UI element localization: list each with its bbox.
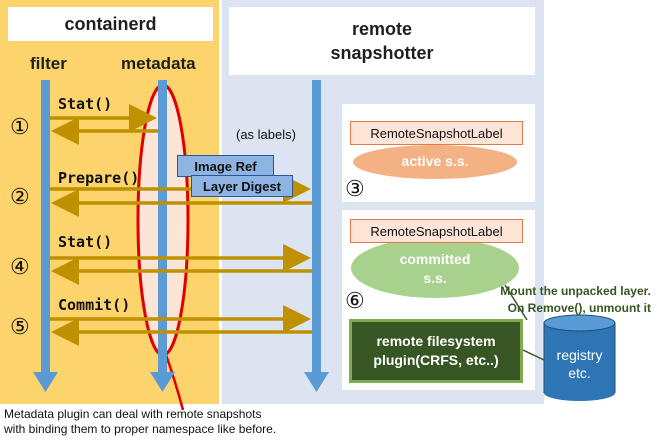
registry-line2: etc. [568,365,591,381]
plugin-note-line1: Mount the unpacked layer. [500,284,651,298]
step2-number: ② [10,184,30,209]
caption-line2: with binding them to proper namespace li… [4,422,277,436]
filter-lane-label: filter [30,54,67,73]
plugin-registry-link [522,349,545,361]
active-snapshot-state: active s.s. [401,153,469,169]
metadata-lane-label: metadata [121,54,196,73]
committed-snapshot-state: committed s.s. [353,250,517,288]
step5-number: ⑤ [10,314,30,339]
layer-digest-label: Layer Digest [191,175,293,197]
plugin-note: Mount the unpacked layer. On Remove(), u… [500,283,651,317]
plugin-line2: plugin(CRFS, etc..) [373,352,499,368]
active-snapshot-label: RemoteSnapshotLabel [350,121,523,145]
image-ref-label: Image Ref [177,155,274,177]
step1-number: ① [10,114,30,139]
filter-lifeline [33,80,58,392]
step1-arrows [50,104,158,145]
containerd-title: containerd [8,7,213,41]
remote-filesystem-plugin: remote filesystem plugin(CRFS, etc..) [349,319,523,383]
step1-call-label: Stat() [58,95,113,113]
step4-number: ④ [10,254,30,279]
remote-snapshotter-title: remote snapshotter [229,7,535,75]
step4-call-label: Stat() [58,233,113,251]
step2-call-label: Prepare() [58,169,140,187]
remote-lifeline [304,80,329,392]
committed-state-line1: committed [399,251,471,267]
plugin-note-line2: On Remove(), unmount it [507,301,651,315]
caption: Metadata plugin can deal with remote sna… [4,407,276,437]
metadata-lifeline [150,80,175,392]
as-labels-text: (as labels) [236,127,296,142]
step5-call-label: Commit() [58,296,131,314]
registry-line1: registry [556,347,603,363]
step3-number: ③ [345,176,365,201]
remote-title-line1: remote [351,19,413,39]
step4-arrows [50,244,312,285]
step6-number: ⑥ [345,288,365,313]
step5-arrows [50,305,312,346]
remote-title-line2: snapshotter [330,43,434,63]
active-snapshot-ellipse [353,145,517,179]
committed-state-line2: s.s. [423,270,447,286]
plugin-note-arrow [504,284,528,321]
committed-snapshot-label: RemoteSnapshotLabel [350,219,523,243]
registry-label: registry etc. [544,346,615,382]
registry-cylinder [543,314,616,401]
committed-snapshot-ellipse [351,238,519,298]
caption-line1: Metadata plugin can deal with remote sna… [4,407,262,421]
plugin-line1: remote filesystem [376,333,496,349]
